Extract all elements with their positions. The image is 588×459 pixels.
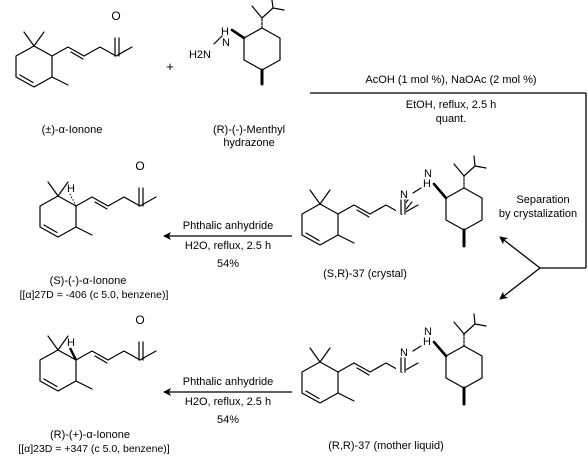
label-ionone-R: (R)-(+)-α-Ionone [49,429,131,441]
stereo-hydrogen-S: H [67,183,75,195]
ionone-S-structure [39,181,157,238]
step1-solvent: EtOH, reflux, 2.5 h [405,99,497,111]
hydrolysis-reagent-top: Phthalic anhydride [182,220,274,232]
hydrazone-nh-SR: H [423,178,431,190]
hydrolysis-yield-bottom: 54% [216,414,240,426]
hydrolysis-conditions-bottom: H2O, reflux, 2.5 h [184,396,272,408]
hydrazone-nh-RR: H [423,336,431,348]
hydrolysis-yield-top: 54% [216,258,240,270]
oxygen-atom-S: O [135,159,144,173]
hn-label: H [221,26,229,38]
hydrazone-SR-menthyl [397,155,487,248]
separation-line1: Separation [516,194,570,206]
label-menthyl-hydrazone-2: hydrazone [223,137,275,149]
separation-line2: by crystalization [498,208,578,220]
hydrazone-n-RR: N [424,326,432,338]
label-ionone-S: (S)-(-)-α-Ionone [49,275,127,287]
label-hydrazone-SR: (S,R)-37 (crystal) [323,268,407,280]
imine-nitrogen-RR: N [400,347,408,359]
plus-sign: + [166,59,174,74]
label-hydrazone-RR: (R,R)-37 (mother liquid) [328,440,444,452]
imine-SR [400,199,406,215]
hydrolysis-conditions-top: H2O, reflux, 2.5 h [184,240,272,252]
imine-nitrogen-SR: N [400,189,408,201]
nitrogen-atom: N [222,37,230,49]
oxygen-atom: O [111,9,120,23]
branch-arrow-up [499,236,541,269]
oxygen-atom-R: O [135,313,144,327]
label-menthyl-hydrazone-1: (R)-(-)-Menthyl [212,124,286,136]
h2n-label: H2N [189,49,211,61]
hydrazone-RR-menthyl [400,313,487,406]
ionone-R-structure [39,335,157,392]
menthyl-hydrazine-structure [213,0,285,86]
stereo-hydrogen-R: H [67,337,75,349]
hydrazone-n-SR: N [424,168,432,180]
step1-reagents: AcOH (1 mol %), NaOAc (2 mol %) [365,74,537,86]
rotation-ionone-R: [[α]23D = +347 (c 5.0, benzene)] [18,443,170,455]
rotation-ionone-S: [[α]27D = -406 (c 5.0, benzene)] [19,289,169,301]
branch-arrow-down [499,267,541,300]
alpha-ionone-racemic-structure: O [15,9,133,88]
step1-yield: quant. [435,113,467,125]
label-racemic-ionone: (±)-α-Ionone [41,124,103,136]
hydrolysis-reagent-bottom: Phthalic anhydride [182,376,274,388]
